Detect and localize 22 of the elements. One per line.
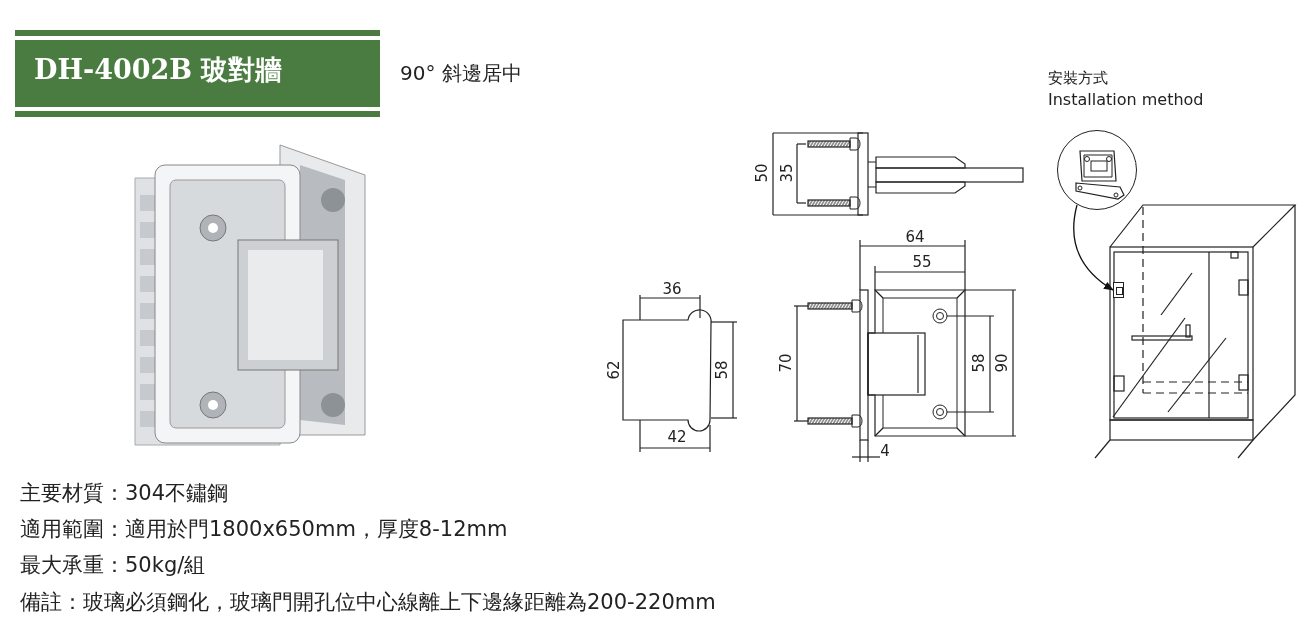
spec-text: 最大承重：50kg/組 <box>20 554 206 578</box>
dimension-label: 58 <box>970 353 988 373</box>
dimension-label: 58 <box>713 360 731 380</box>
section-heading: Installation method <box>1048 91 1204 109</box>
dimension-label: 90 <box>993 353 1011 373</box>
title: DH-4002B 玻對牆 <box>34 55 283 85</box>
dimension-label: 4 <box>880 442 890 460</box>
dimension-label: 62 <box>605 360 623 380</box>
leader-arrow <box>1073 204 1114 291</box>
dimension-label: 35 <box>778 163 796 183</box>
spec-text: 適用範圍：適用於門1800x650mm，厚度8-12mm <box>20 518 508 542</box>
dimension-label: 64 <box>905 228 925 246</box>
section-heading: 安裝方式 <box>1048 70 1108 87</box>
dimension-label: 55 <box>912 253 932 271</box>
dimension-label: 70 <box>777 353 795 373</box>
subtitle: 90° 斜邊居中 <box>400 62 522 84</box>
hinge-marker <box>1113 282 1124 298</box>
dimension-label: 36 <box>662 280 682 298</box>
spec-text: 備註：玻璃必須鋼化，玻璃門開孔位中心線離上下邊緣距離為200-220mm <box>20 591 716 615</box>
spec-text: 主要材質：304不鏽鋼 <box>20 482 229 506</box>
dimension-label: 42 <box>667 428 687 446</box>
dimension-label: 50 <box>753 163 771 183</box>
